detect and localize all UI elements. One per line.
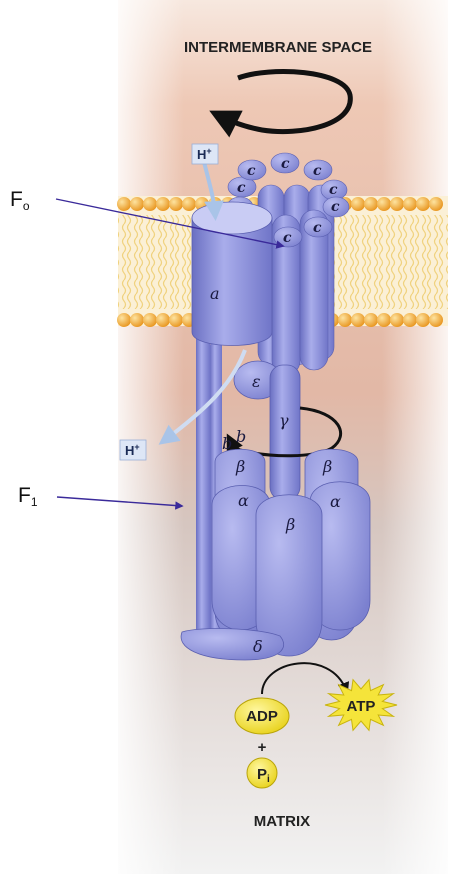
lipid-head bbox=[156, 313, 170, 327]
adp-molecule bbox=[234, 697, 290, 735]
phosphate-label: Pi bbox=[257, 766, 270, 785]
fo-main: F bbox=[10, 188, 23, 211]
phosphate-subscript: i bbox=[267, 774, 270, 785]
lipid-head bbox=[351, 313, 365, 327]
subunit-alpha-label: α bbox=[238, 491, 249, 510]
c-label: c bbox=[313, 220, 322, 236]
c-label: c bbox=[237, 180, 246, 196]
phosphate-main: P bbox=[257, 766, 267, 783]
synthesis-arrow bbox=[261, 662, 350, 695]
svg-text:H+: H+ bbox=[197, 146, 212, 162]
lipid-head bbox=[117, 197, 131, 211]
lipid-head bbox=[143, 197, 157, 211]
intermembrane-space-label: INTERMEMBRANE SPACE bbox=[184, 39, 372, 56]
subunit-b-label: b bbox=[236, 427, 246, 446]
c-label: c bbox=[329, 182, 338, 198]
subunit-beta-label: β bbox=[285, 515, 295, 534]
lipid-head bbox=[156, 197, 170, 211]
lipid-head bbox=[377, 197, 391, 211]
c-label: c bbox=[283, 230, 292, 246]
subunit-epsilon-label: ε bbox=[252, 372, 261, 391]
fo-subscript: o bbox=[23, 199, 30, 213]
lipid-head bbox=[429, 313, 443, 327]
phosphate-molecule bbox=[246, 757, 278, 789]
proton-charge: + bbox=[206, 146, 211, 156]
lipid-head bbox=[364, 197, 378, 211]
lipid-head bbox=[416, 197, 430, 211]
c-label: c bbox=[281, 156, 290, 172]
adp-label: ADP bbox=[246, 708, 278, 725]
proton-charge: + bbox=[134, 442, 139, 452]
f1-label: F1 bbox=[18, 484, 38, 509]
c-label: c bbox=[331, 199, 340, 215]
rotation-arrow-top bbox=[209, 69, 353, 138]
proton-entry-arrow bbox=[202, 161, 225, 221]
lipid-head bbox=[416, 313, 430, 327]
lipid-head bbox=[364, 313, 378, 327]
lipid-head bbox=[390, 197, 404, 211]
matrix-label: MATRIX bbox=[254, 813, 310, 830]
proton-symbol: H bbox=[125, 443, 134, 458]
subunit-alpha-label: α bbox=[330, 492, 341, 511]
atp-label: ATP bbox=[347, 698, 376, 715]
svg-text:H+: H+ bbox=[125, 442, 140, 458]
f1-head bbox=[211, 448, 371, 657]
fo-pointer bbox=[55, 198, 285, 249]
subunit-a bbox=[191, 201, 273, 346]
lipid-head bbox=[351, 197, 365, 211]
atp-starburst bbox=[324, 678, 398, 732]
proton-exit-arrow bbox=[158, 349, 247, 445]
subunit-a-label: a bbox=[210, 284, 220, 303]
c-label: c bbox=[247, 163, 256, 179]
subunit-gamma bbox=[269, 364, 301, 501]
subunit-gamma-label: γ bbox=[279, 411, 289, 430]
lipid-head bbox=[338, 313, 352, 327]
subunit-beta-label: β bbox=[235, 457, 245, 476]
lipid-head bbox=[117, 313, 131, 327]
lipid-head bbox=[169, 313, 183, 327]
lipid-head bbox=[143, 313, 157, 327]
lipid-head bbox=[403, 313, 417, 327]
lipid-head bbox=[377, 313, 391, 327]
subunit-delta bbox=[180, 628, 285, 661]
proton-badge-bottom: H+ bbox=[119, 439, 147, 461]
lipid-head bbox=[130, 313, 144, 327]
lipid-head bbox=[390, 313, 404, 327]
lipid-head bbox=[169, 197, 183, 211]
subunit-delta-label: δ bbox=[253, 637, 263, 656]
plus-sign: + bbox=[258, 739, 267, 756]
f1-subscript: 1 bbox=[31, 495, 38, 509]
subunit-b-label: b bbox=[222, 434, 232, 453]
proton-badge-top: H+ bbox=[191, 143, 219, 165]
lipid-head bbox=[403, 197, 417, 211]
fo-label: Fo bbox=[10, 188, 30, 213]
rotation-arrow-middle bbox=[226, 406, 343, 458]
f1-pointer bbox=[56, 496, 184, 510]
subunit-beta-label: β bbox=[322, 457, 332, 476]
c-label: c bbox=[313, 163, 322, 179]
lipid-head bbox=[182, 197, 196, 211]
lipid-head bbox=[130, 197, 144, 211]
lipid-head bbox=[429, 197, 443, 211]
proton-symbol: H bbox=[197, 147, 206, 162]
f1-main: F bbox=[18, 484, 31, 507]
